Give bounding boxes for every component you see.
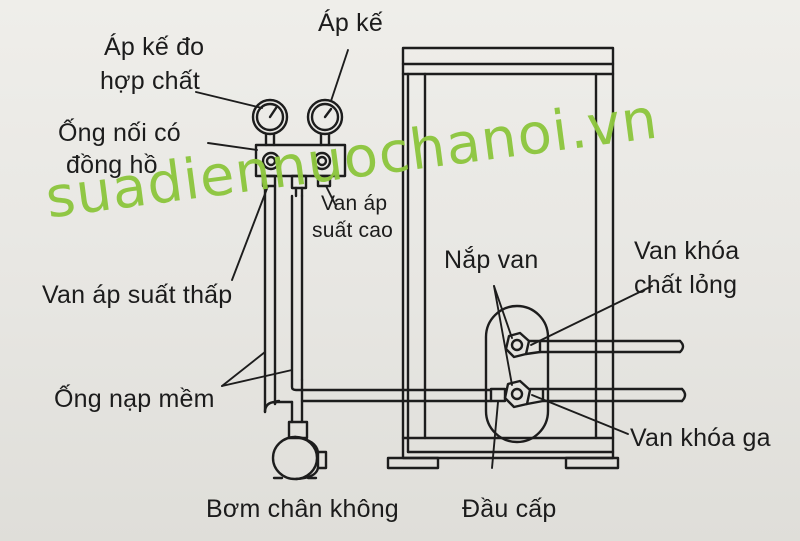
vacuum-pump <box>271 420 328 481</box>
label-high-pressure-valve-line2: suất cao <box>312 219 393 242</box>
gas-shutoff-valve <box>489 379 687 409</box>
charging-hoses <box>263 184 493 424</box>
valve-panel <box>484 304 550 444</box>
label-charging-hose: Ống nạp mềm <box>54 385 215 413</box>
label-service-port: Đầu cấp <box>462 495 557 523</box>
label-compound-gauge-line1: Áp kế đo <box>104 33 205 61</box>
leader-lines <box>195 49 653 469</box>
label-liquid-valve-line1: Van khóa <box>634 237 740 265</box>
label-gas-valve: Van khóa ga <box>630 424 771 452</box>
label-manifold-line1: Ống nối có <box>58 119 181 147</box>
label-low-pressure-valve: Van áp suất thấp <box>42 281 233 309</box>
label-compound-gauge-line2: hợp chất <box>100 67 201 95</box>
liquid-shutoff-valve <box>504 331 685 359</box>
label-valve-cap: Nắp van <box>444 246 539 274</box>
label-liquid-valve-line2: chất lỏng <box>634 271 738 299</box>
label-vacuum-pump: Bơm chân không <box>206 495 399 523</box>
label-pressure-gauge: Áp kế <box>318 9 383 37</box>
label-manifold-line2: đồng hồ <box>66 151 158 179</box>
label-high-pressure-valve-line1: Van áp <box>321 192 388 215</box>
outdoor-unit <box>386 46 620 470</box>
manifold-gauge-set <box>251 98 347 198</box>
